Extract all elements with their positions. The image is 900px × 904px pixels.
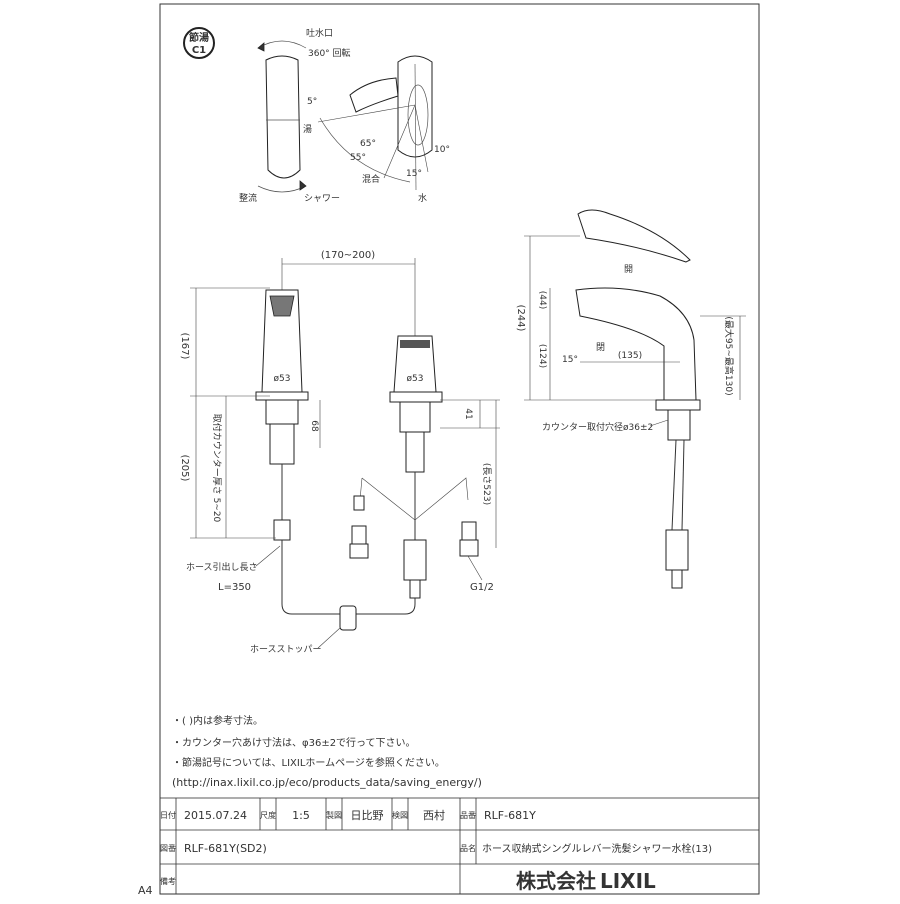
height-205: (205): [179, 455, 190, 482]
counter-hole: カウンター取付穴径ø36±2: [542, 421, 653, 433]
hose-pull-value: L=350: [218, 582, 251, 593]
paper-size: A4: [138, 884, 153, 897]
faucet-side-body: [575, 287, 697, 401]
drawn-label: 製図: [326, 810, 342, 820]
number-label: 品番: [460, 810, 476, 820]
angle-55: 55°: [350, 153, 366, 163]
dia-left: ø53: [274, 374, 291, 384]
dim-135: (135): [618, 351, 642, 361]
name-label: 品名: [460, 843, 476, 853]
side-view: (244) (44) (124) (135) 15° (最大95~最高130) …: [515, 209, 746, 589]
height-167: (167): [179, 333, 190, 360]
rotation-arrow-bottom: [257, 185, 307, 193]
drawn-value: 日比野: [351, 809, 384, 822]
hose-pull-label: ホース引出し長さ: [186, 561, 258, 573]
dim-44: (44): [537, 291, 547, 309]
stopper-label: ホースストッパー: [250, 644, 322, 655]
angle-15: 15°: [406, 169, 422, 179]
scale-value: 1:5: [292, 809, 310, 822]
angle-5: 5°: [307, 97, 317, 107]
front-view: (170~200) ø53 (167) (205) 取付カウンター厚さ 5~20…: [179, 250, 500, 655]
dim-244: (244): [515, 305, 526, 332]
angle-65: 65°: [360, 139, 376, 149]
date-label: 日付: [160, 810, 176, 820]
eco-badge-bottom: C1: [192, 45, 206, 56]
rotation-label: 360° 回転: [308, 48, 351, 59]
drawing-no-label: 図番: [160, 843, 176, 853]
product-number: RLF-681Y: [484, 809, 536, 822]
note-1: ・( )内は参考寸法。: [172, 714, 263, 727]
drawing-no: RLF-681Y(SD2): [184, 842, 267, 855]
water-label: 水: [418, 192, 427, 204]
top-view: 吐水口 360° 回転 整流 シャワー 5° 湯 65° 55° 混合 10° …: [239, 27, 450, 204]
dim-124: (124): [537, 344, 547, 368]
hot-label: 湯: [303, 124, 312, 135]
checked-label: 検図: [392, 810, 408, 820]
open-top-label: 開: [624, 264, 633, 275]
note-3: ・節湯記号については、LIXILホームページを参照ください。: [172, 756, 445, 769]
g-thread: G1/2: [470, 582, 494, 593]
hose-stopper-icon: [339, 605, 357, 631]
eco-badge: 節湯 C1: [183, 27, 215, 59]
spout-label: 吐水口: [306, 27, 333, 39]
dia-right: ø53: [407, 374, 424, 384]
straight-label: 整流: [239, 192, 257, 204]
note-2: ・カウンター穴あけ寸法は、φ36±2で行って下さい。: [172, 736, 416, 749]
remarks-label: 備考: [160, 876, 176, 886]
mixed-label: 混合: [362, 173, 380, 185]
dim-41: 41: [463, 408, 473, 419]
brand-name: LIXIL: [600, 869, 656, 893]
counter-thickness: 取付カウンター厚さ 5~20: [211, 414, 222, 523]
rotation-arrow-top: [257, 40, 307, 49]
eco-badge-top: 節湯: [189, 31, 209, 44]
company-name: 株式会社: [516, 869, 596, 893]
dim-range: (最大95~最高130): [723, 316, 735, 395]
shower-label: シャワー: [304, 194, 340, 204]
scale-label: 尺度: [260, 810, 276, 820]
width-dim: (170~200): [321, 250, 375, 261]
note-4: (http://inax.lixil.co.jp/eco/products_da…: [172, 776, 482, 789]
title-block: 日付 2015.07.24 尺度 1:5 製図 日比野 検図 西村 品番 RLF…: [159, 797, 760, 895]
open-low-label: 閉: [596, 342, 605, 353]
checked-value: 西村: [423, 808, 445, 822]
dim-68: 68: [309, 420, 319, 432]
notes: ・( )内は参考寸法。 ・カウンター穴あけ寸法は、φ36±2で行って下さい。 ・…: [172, 714, 482, 789]
angle-10: 10°: [434, 145, 450, 155]
spout-raised: [577, 209, 691, 263]
date-value: 2015.07.24: [184, 809, 247, 822]
dim-length: (長さ523): [481, 463, 492, 505]
dim-15: 15°: [562, 355, 578, 365]
product-name: ホース収納式シングルレバー洗髪シャワー水栓(13): [482, 842, 712, 855]
